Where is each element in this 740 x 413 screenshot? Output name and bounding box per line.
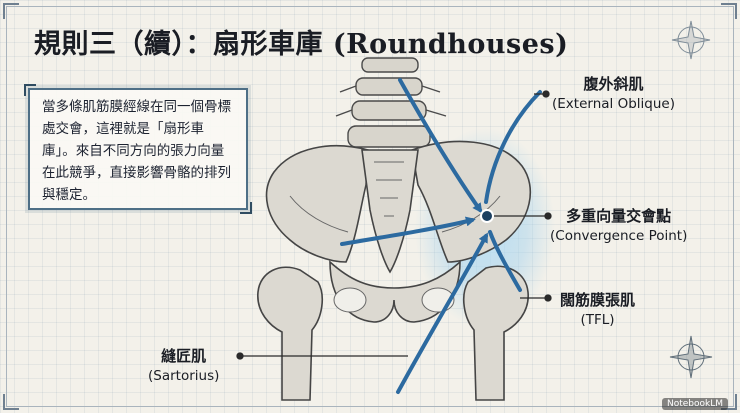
label-tfl: 闊筋膜張肌 (TFL)	[560, 290, 635, 330]
label-zh: 闊筋膜張肌	[560, 291, 636, 309]
brand-label: NotebookLM	[666, 399, 723, 409]
leader-lines	[236, 90, 552, 360]
corner-mark	[3, 394, 19, 410]
page-title: 規則三（續）：扇形車庫 (Roundhouses)	[34, 29, 569, 60]
description-text: 當多條肌筋膜經線在同一個骨標處交會，這裡就是「扇形車庫」。來自不同方向的張力向量…	[42, 99, 231, 203]
label-sartorius: 縫匠肌 (Sartorius)	[148, 346, 219, 386]
notebook-logo-icon: NotebookLM	[661, 398, 728, 410]
label-en: (Convergence Point)	[550, 228, 688, 244]
corner-mark	[721, 3, 737, 19]
description-box: 當多條肌筋膜經線在同一個骨標處交會，這裡就是「扇形車庫」。來自不同方向的張力向量…	[24, 84, 252, 214]
box-corner	[24, 84, 36, 96]
label-en: (External Oblique)	[552, 96, 675, 112]
label-zh: 縫匠肌	[161, 347, 207, 365]
frame-border	[6, 6, 734, 407]
convergence-point	[480, 209, 494, 223]
compass-rose-icon	[669, 335, 713, 379]
label-external-oblique: 腹外斜肌 (External Oblique)	[552, 74, 675, 114]
box-corner	[240, 202, 252, 214]
label-zh: 腹外斜肌	[583, 75, 644, 93]
vector-arrows	[340, 78, 542, 394]
compass-rose-icon	[671, 20, 711, 60]
corner-mark	[721, 394, 737, 410]
label-convergence: 多重向量交會點 (Convergence Point)	[550, 206, 687, 246]
corner-mark	[3, 3, 19, 19]
label-en: (TFL)	[580, 312, 615, 328]
label-zh: 多重向量交會點	[566, 207, 672, 225]
label-en: (Sartorius)	[148, 368, 220, 384]
